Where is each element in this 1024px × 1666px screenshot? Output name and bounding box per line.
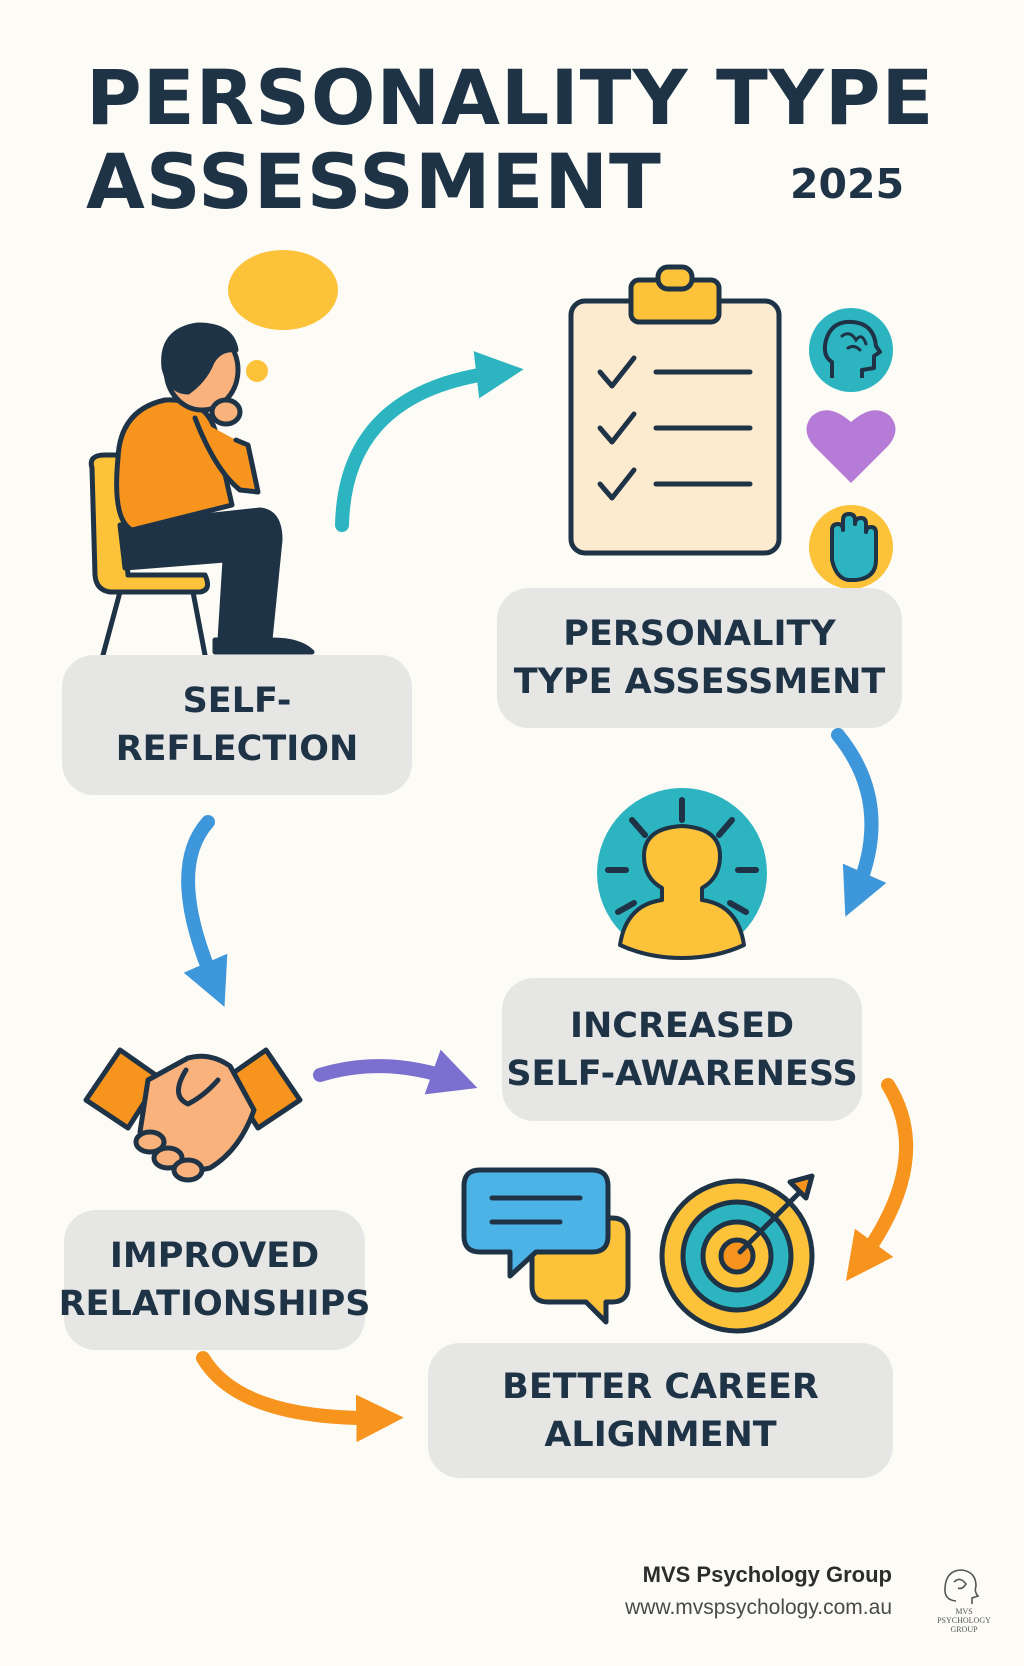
mvs-logo-icon bbox=[944, 1569, 980, 1604]
logo-line-3: GROUP bbox=[950, 1625, 978, 1634]
arrow-assessment-to-awareness bbox=[831, 728, 887, 917]
step-assessment-line2: TYPE ASSESSMENT bbox=[513, 662, 886, 702]
arrow-awareness-to-career bbox=[845, 1078, 914, 1282]
step-awareness-line2: SELF-AWARENESS bbox=[506, 1053, 858, 1094]
arrow-reflection-to-assessment bbox=[335, 351, 524, 532]
step-relationships-line2: RELATIONSHIPS bbox=[58, 1284, 371, 1324]
logo-wordmark: MVS PSYCHOLOGY GROUP bbox=[924, 1607, 1004, 1634]
page-title: PERSONALITY TYPE ASSESSMENT bbox=[86, 56, 934, 224]
thinking-person-icon bbox=[88, 322, 315, 658]
logo-line-2: PSYCHOLOGY bbox=[937, 1616, 991, 1625]
arrow-relationships-to-awareness bbox=[313, 1049, 478, 1095]
arrow-reflection-to-relationships bbox=[181, 815, 228, 1007]
step-increased-self-awareness: INCREASED SELF-AWARENESS bbox=[502, 978, 862, 1121]
step-career-line1: BETTER CAREER bbox=[502, 1366, 819, 1407]
chat-bubbles-icon bbox=[461, 1167, 631, 1325]
step-self-reflection: SELF- REFLECTION bbox=[62, 655, 412, 795]
step-improved-relationships: IMPROVED RELATIONSHIPS bbox=[59, 1210, 370, 1350]
brain-icon bbox=[809, 308, 893, 392]
step-self-reflection-line1: SELF- bbox=[182, 681, 292, 721]
enlightened-head-icon bbox=[597, 788, 767, 960]
hand-icon bbox=[809, 505, 893, 589]
handshake-icon bbox=[83, 1047, 303, 1183]
step-relationships-line1: IMPROVED bbox=[109, 1236, 320, 1276]
logo-line-1: MVS bbox=[955, 1607, 973, 1616]
step-awareness-line1: INCREASED bbox=[569, 1005, 795, 1046]
heart-icon bbox=[806, 410, 896, 483]
footer-organization: MVS Psychology Group bbox=[642, 1562, 892, 1587]
title-line-2: ASSESSMENT bbox=[86, 137, 662, 226]
arrow-relationships-to-career bbox=[196, 1351, 404, 1443]
clipboard-icon bbox=[568, 264, 782, 556]
thought-bubble-icon bbox=[228, 250, 338, 382]
year-label: 2025 bbox=[790, 160, 905, 208]
target-icon bbox=[659, 1173, 815, 1334]
title-line-1: PERSONALITY TYPE bbox=[86, 53, 935, 142]
footer-website-link[interactable]: www.mvspsychology.com.au bbox=[625, 1596, 892, 1619]
step-personality-assessment: PERSONALITY TYPE ASSESSMENT bbox=[497, 588, 902, 728]
step-self-reflection-line2: REFLECTION bbox=[115, 729, 359, 769]
step-career-line2: ALIGNMENT bbox=[544, 1414, 777, 1455]
step-assessment-line1: PERSONALITY bbox=[563, 614, 836, 654]
step-better-career-alignment: BETTER CAREER ALIGNMENT bbox=[428, 1343, 893, 1478]
